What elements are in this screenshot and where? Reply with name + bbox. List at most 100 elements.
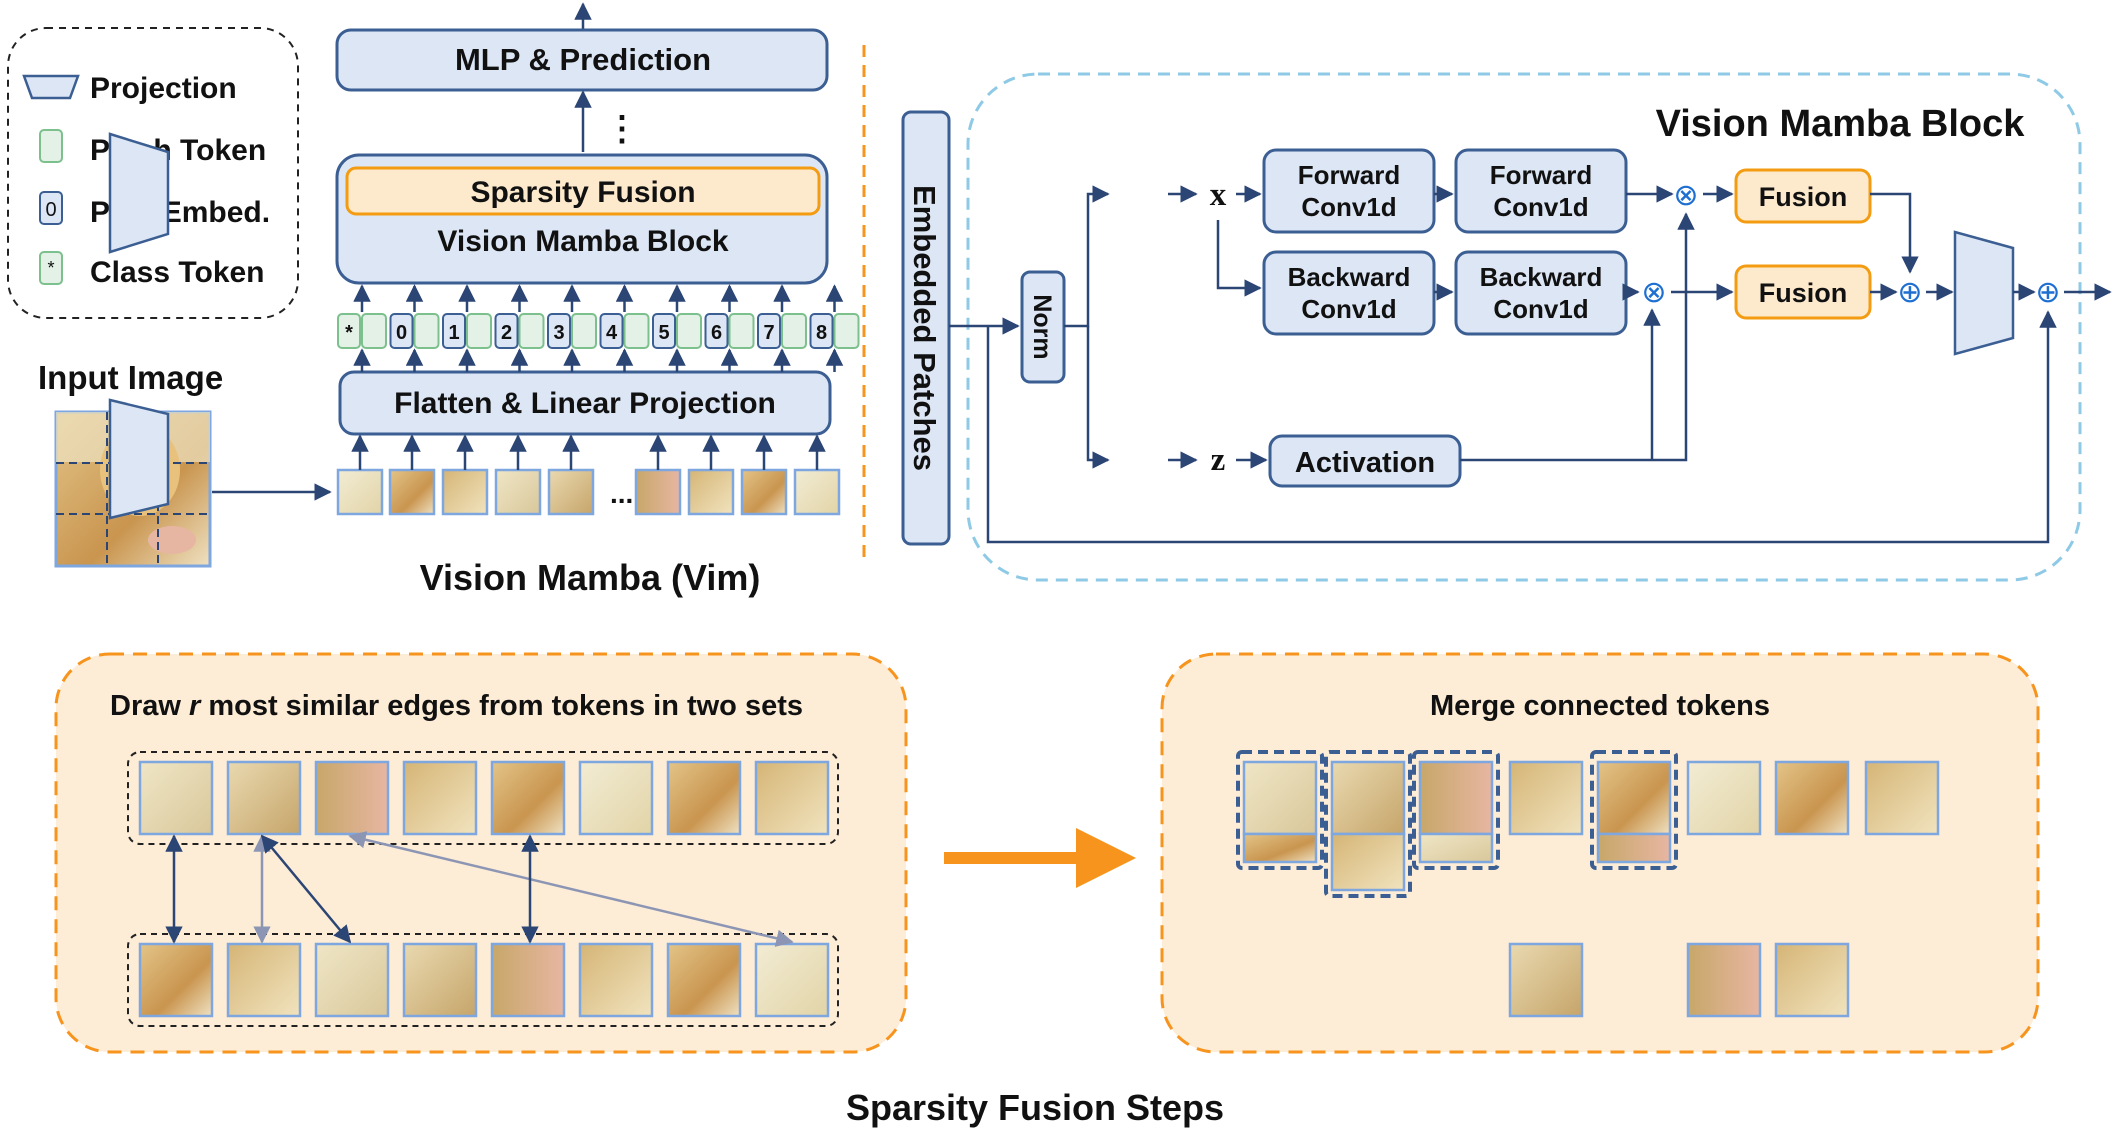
image-patch: [336, 468, 384, 516]
token-a: [226, 760, 302, 836]
activation-label: Activation: [1295, 447, 1435, 479]
forward-conv1d-2-label-a: Forward: [1490, 160, 1593, 190]
fusion-backward-label: Fusion: [1759, 278, 1848, 308]
token-b: [754, 942, 830, 1018]
right-step-title: Merge connected tokens: [1430, 690, 1770, 722]
image-patch: [388, 468, 436, 516]
add-icon-1: ⊕: [1897, 275, 1922, 310]
image-patch: [441, 468, 489, 516]
backward-multiply-icon: ⊗: [1641, 275, 1666, 310]
token-symbol: 2: [501, 322, 512, 344]
token-b: [490, 942, 566, 1018]
merged-token: [1686, 760, 1762, 836]
token-symbol: 7: [763, 322, 774, 344]
patch-row: [336, 434, 841, 516]
token-set-b: [138, 942, 830, 1018]
token-a: [138, 760, 214, 836]
merged-token: [1774, 760, 1850, 836]
token-a: [666, 760, 742, 836]
pos-embed-token: 0: [389, 313, 440, 349]
fusion-fwd-down-arrow: [1870, 192, 1919, 274]
embedded-patches-label: Embedded Patches: [907, 185, 942, 471]
legend-projection-label: Projection: [90, 72, 237, 105]
backward-conv1d-1-label-b: Conv1d: [1301, 294, 1396, 324]
projection-icon: [22, 74, 80, 100]
vim-block-label: Vision Mamba Block: [437, 225, 729, 258]
token-a: [578, 760, 654, 836]
merge-group-frame: [1590, 750, 1678, 870]
merged-token: [1330, 760, 1406, 836]
pos-embed-token: 2: [494, 313, 545, 349]
token-a: [402, 760, 478, 836]
image-patch: [547, 468, 595, 516]
patch-ellipsis: ...: [610, 478, 633, 509]
merged-token: [1596, 760, 1672, 836]
backward-conv1d-2-label-b: Conv1d: [1493, 294, 1588, 324]
forward-conv1d-2: [1454, 148, 1628, 234]
pos-embed-token: 3: [547, 313, 597, 349]
norm-to-z-proj: [1086, 326, 1110, 469]
forward-conv1d-1: [1262, 148, 1436, 234]
pos-embed-symbol: 0: [45, 199, 56, 221]
merged-token: [1242, 760, 1318, 836]
token-b: [578, 942, 654, 1018]
token-symbol: 0: [396, 322, 407, 344]
z-projection-icon: [108, 398, 170, 520]
steps-caption: Sparsity Fusion Steps: [846, 1087, 1224, 1128]
image-patch: [687, 468, 735, 516]
token-symbol: 8: [816, 322, 827, 344]
norm-label: Norm: [1028, 294, 1056, 359]
mamba-block-detail: Embedded Patches Vision Mamba Block Norm…: [108, 72, 2112, 582]
class-token-icon: [39, 251, 63, 285]
image-patch: [793, 468, 841, 516]
x-symbol: x: [1210, 177, 1227, 213]
merged-token-part: [1596, 832, 1672, 864]
z-symbol: z: [1211, 442, 1226, 478]
token-symbol: 5: [658, 322, 669, 344]
pos-embed-token: 4: [599, 313, 650, 349]
sparsity-steps: Draw r most similar edges from tokens in…: [54, 652, 2040, 1128]
fusion-box-forward: [1734, 168, 1872, 224]
forward-conv1d-2-label-b: Conv1d: [1493, 192, 1588, 222]
norm-to-x-proj: [1064, 185, 1110, 328]
image-patch: [740, 468, 788, 516]
merge-group-frame: [1324, 750, 1412, 898]
token-symbol: 1: [448, 322, 459, 344]
flatten-projection-box: [338, 370, 832, 436]
flatten-projection-label: Flatten & Linear Projection: [394, 387, 776, 420]
sparsity-fusion-label: Sparsity Fusion: [470, 176, 695, 209]
token-set-a: [138, 760, 830, 836]
token-symbol: 4: [606, 322, 618, 344]
pos-embed-token: 5: [652, 313, 702, 349]
token-b: [314, 942, 390, 1018]
left-step-title: Draw r most similar edges from tokens in…: [110, 690, 803, 722]
merged-token-part: [1418, 832, 1494, 864]
add-icon-2: ⊕: [2035, 275, 2060, 310]
edge-a1-b2: [260, 834, 352, 944]
x-projection-icon: [108, 132, 170, 254]
token-symbol: *: [345, 322, 353, 344]
backward-conv1d-2-label-a: Backward: [1480, 262, 1603, 292]
vim-caption: Vision Mamba (Vim): [420, 557, 761, 598]
vertical-dots: ⋮: [605, 110, 639, 148]
token-b: [666, 942, 742, 1018]
fusion-forward-label: Fusion: [1759, 182, 1848, 212]
class-token-symbol: *: [47, 258, 54, 278]
pos-embed-icon: [39, 191, 63, 225]
embedded-patches-box: [901, 110, 951, 546]
token-symbol: 6: [711, 322, 722, 344]
edge-a2-b7: [348, 831, 794, 947]
merge-group-frame: [1412, 750, 1500, 870]
input-image-label: Input Image: [38, 359, 223, 396]
image-patch: [494, 468, 542, 516]
legend-class-token-label: Class Token: [90, 256, 265, 289]
sparsity-fusion-box: [345, 166, 821, 216]
token-b: [226, 942, 302, 1018]
unmerged-token: [1508, 942, 1584, 1018]
output-projection-icon: [1953, 230, 2015, 356]
token-a: [314, 760, 390, 836]
patch-token-icon: [39, 129, 63, 163]
activation-to-fwd-gate: [1460, 212, 1695, 462]
